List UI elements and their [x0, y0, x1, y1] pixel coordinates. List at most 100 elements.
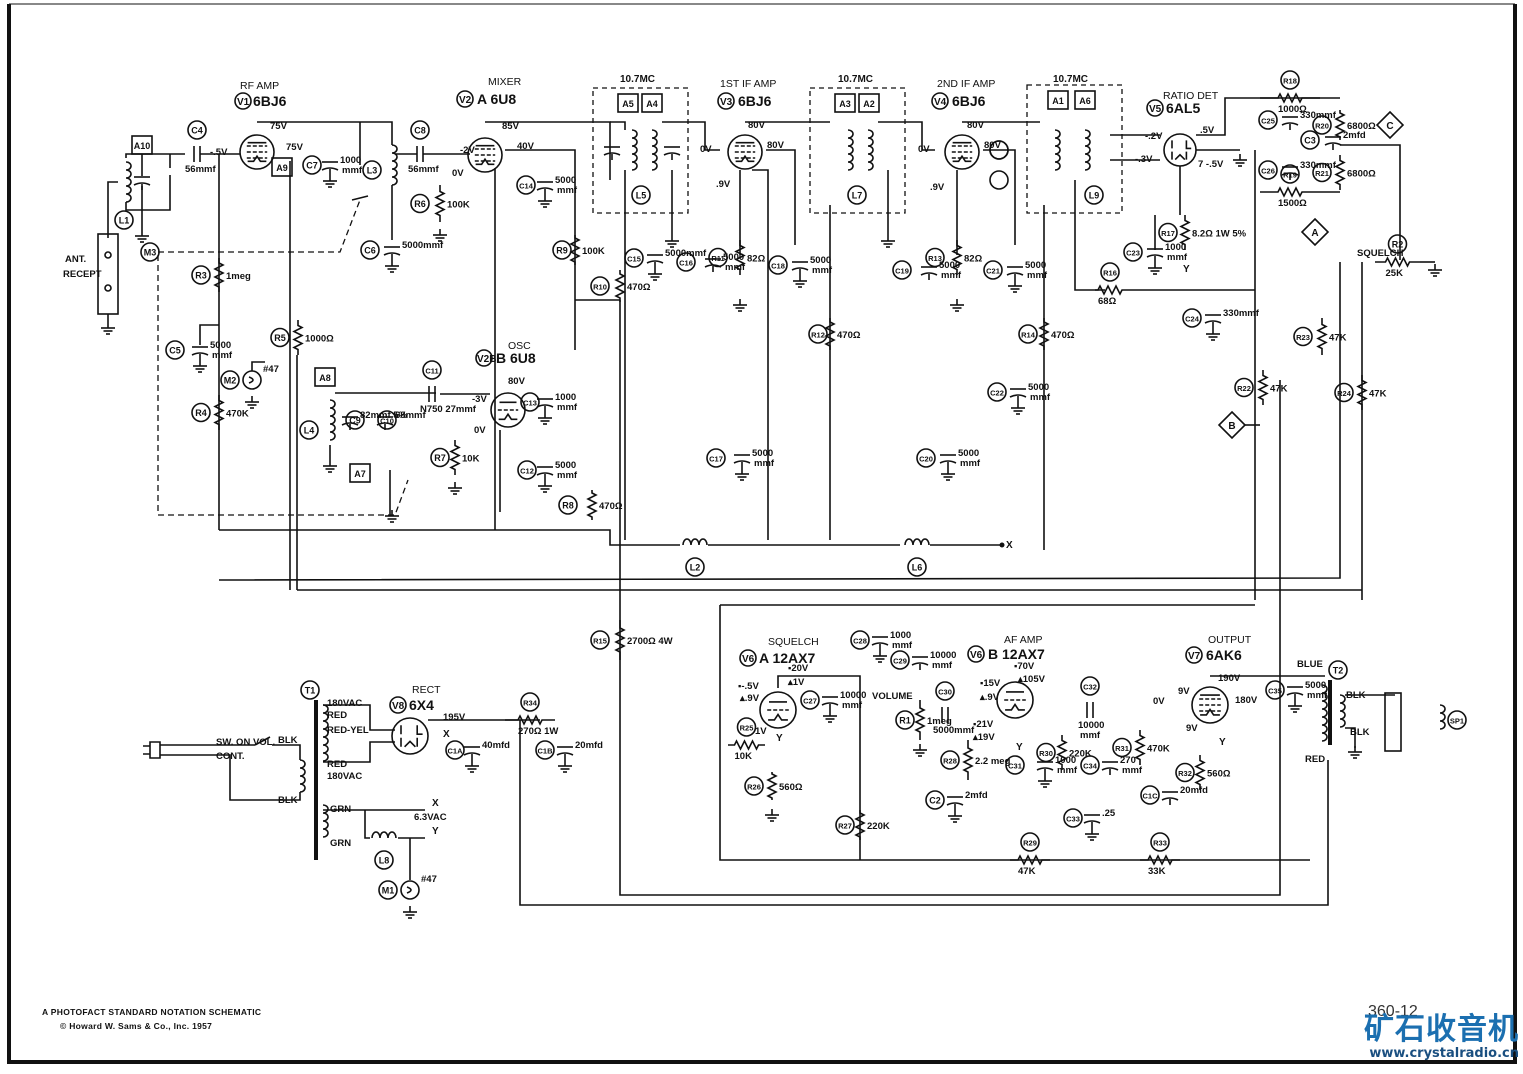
tube-v6b-title: AF AMP V6 B 12AX7	[967, 634, 1045, 663]
svg-text:220K: 220K	[1069, 749, 1092, 760]
svg-text:5000: 5000	[555, 460, 576, 471]
svg-text:9V: 9V	[1178, 686, 1190, 697]
svg-text:180V: 180V	[1235, 695, 1258, 706]
svg-text:9V: 9V	[1186, 723, 1198, 734]
svg-text:R30: R30	[1039, 749, 1053, 758]
svg-text:.9V: .9V	[930, 182, 945, 193]
svg-text:X: X	[1006, 540, 1013, 551]
svg-text:RED: RED	[1305, 754, 1325, 765]
pilot-lamp-m2: M2#47	[220, 364, 279, 409]
svg-text:1000: 1000	[1055, 755, 1076, 766]
ref-l4: L4	[299, 420, 319, 440]
svg-text:M3: M3	[144, 248, 157, 258]
svg-text:mmf: mmf	[342, 165, 363, 176]
tube-v1	[239, 134, 275, 170]
svg-text:10000: 10000	[930, 650, 956, 661]
svg-text:5000: 5000	[1025, 260, 1046, 271]
ref-r27: R27	[835, 815, 855, 835]
can1-out	[662, 121, 720, 151]
watermark-cn: 矿石收音机	[1364, 1012, 1519, 1047]
speaker-plug[interactable]	[1384, 692, 1402, 752]
ref-c8: C8	[410, 120, 430, 140]
svg-text:R26: R26	[747, 783, 761, 792]
power-switch-icon[interactable]	[254, 736, 271, 746]
svg-text:5000: 5000	[555, 175, 576, 186]
svg-text:N750 27mmf: N750 27mmf	[420, 404, 477, 415]
ground-icon	[1428, 264, 1442, 277]
ground-icon	[1348, 746, 1362, 759]
svg-text:1000Ω: 1000Ω	[305, 334, 334, 345]
ground-icon	[735, 468, 749, 481]
svg-text:1meg: 1meg	[226, 271, 251, 282]
svg-text:80V: 80V	[984, 140, 1002, 151]
svg-text:C21: C21	[986, 267, 1000, 276]
svg-text:47K: 47K	[1018, 866, 1036, 877]
svg-text:C12: C12	[520, 467, 534, 476]
svg-text:L2: L2	[690, 563, 701, 573]
capacitor-c33: C33.25	[1063, 808, 1116, 841]
ref-c7: C7	[302, 155, 322, 175]
ref-r28: R28	[940, 750, 960, 770]
svg-text:R24: R24	[1337, 389, 1352, 398]
antenna-terminal-2[interactable]	[104, 284, 112, 292]
svg-text:2mfd: 2mfd	[1343, 130, 1366, 141]
ref-r18: R18	[1280, 70, 1300, 90]
ref-r10: R10	[590, 276, 610, 296]
svg-text:Y: Y	[432, 826, 439, 837]
ground-icon	[1288, 700, 1302, 713]
svg-text:Y: Y	[1219, 737, 1226, 748]
svg-text:C28: C28	[853, 637, 867, 646]
svg-text:mmf: mmf	[941, 270, 962, 281]
ref-r9: R9	[552, 240, 572, 260]
svg-text:R32: R32	[1178, 769, 1192, 778]
if-can-1-shield	[592, 87, 689, 214]
svg-text:1V: 1V	[755, 726, 767, 737]
tube-v7	[1191, 686, 1229, 724]
svg-text:R16: R16	[1103, 269, 1117, 278]
svg-text:A9: A9	[276, 163, 288, 173]
svg-text:5000: 5000	[752, 448, 773, 459]
coil-	[322, 804, 329, 838]
ref-sp1: SP1	[1447, 710, 1467, 730]
ground-icon	[765, 809, 779, 822]
svg-text:C33: C33	[1066, 815, 1080, 824]
svg-text:0V: 0V	[452, 168, 464, 179]
ref-c16: C16	[676, 252, 696, 272]
svg-text:R23: R23	[1296, 333, 1310, 342]
svg-text:V6: V6	[970, 650, 983, 661]
svg-text:#47: #47	[263, 364, 279, 375]
svg-text:L4: L4	[304, 426, 315, 436]
svg-text:10000: 10000	[840, 690, 866, 701]
svg-text:82Ω: 82Ω	[964, 254, 983, 265]
alignment-a1: A1	[1047, 90, 1069, 110]
svg-text:470K: 470K	[226, 409, 249, 420]
svg-text:82mmf 5%: 82mmf 5%	[360, 410, 408, 421]
wire	[777, 675, 861, 860]
ac-plug-icon	[143, 741, 161, 759]
ref-l3: L3	[362, 160, 382, 180]
svg-text:mmf: mmf	[1080, 730, 1101, 741]
svg-text:Y: Y	[776, 733, 783, 744]
svg-text:C22: C22	[990, 389, 1004, 398]
svg-text:10000: 10000	[1078, 720, 1104, 731]
ant-lead	[107, 181, 118, 238]
ref-c33: C33	[1063, 808, 1083, 828]
tube-v2b	[490, 392, 526, 428]
antenna-terminal-1[interactable]	[104, 251, 112, 259]
ref-c31: C31	[1005, 755, 1025, 775]
if-can-2-shield	[809, 87, 906, 214]
watermark: 矿石收音机 www.crystalradio.cn	[1364, 1012, 1519, 1062]
svg-text:A1: A1	[1052, 96, 1064, 106]
